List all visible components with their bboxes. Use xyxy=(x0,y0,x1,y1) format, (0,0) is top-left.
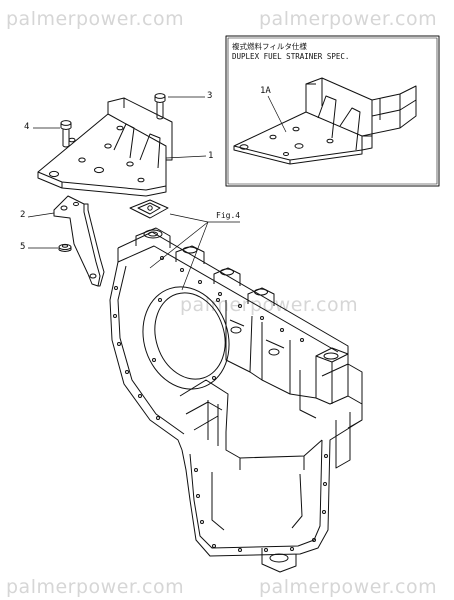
bolt-5 xyxy=(58,243,72,252)
gear-case-housing xyxy=(109,227,363,573)
bolt-3 xyxy=(154,93,166,120)
callout-fig-reference: Fig.4 xyxy=(216,211,241,220)
watermark-top-right: palmerpower.com xyxy=(259,8,438,30)
watermark-center: palmerpower.com xyxy=(180,294,359,316)
watermark-bottom-left: palmerpower.com xyxy=(6,576,185,598)
callout-1a: 1A xyxy=(260,86,271,96)
watermark-bottom-right: palmerpower.com xyxy=(259,576,438,598)
inset-title-japanese: 複式燃料フィルタ仕様 xyxy=(232,42,307,51)
gasket xyxy=(129,199,169,219)
stay-2 xyxy=(53,195,105,287)
callout-4: 4 xyxy=(24,122,30,132)
callout-leaders xyxy=(27,95,287,291)
callout-2: 2 xyxy=(20,210,26,220)
inset-bracket-1a xyxy=(233,77,417,165)
duplex-strainer-inset-frame xyxy=(225,35,440,187)
inset-title-english: DUPLEX FUEL STRAINER SPEC. xyxy=(232,52,350,61)
callout-3: 3 xyxy=(207,91,213,101)
callout-1: 1 xyxy=(208,151,214,161)
bolt-4 xyxy=(60,120,72,148)
fuel-filter-bracket-1 xyxy=(37,97,173,197)
callout-5: 5 xyxy=(20,242,26,252)
watermark-top-left: palmerpower.com xyxy=(6,8,185,30)
